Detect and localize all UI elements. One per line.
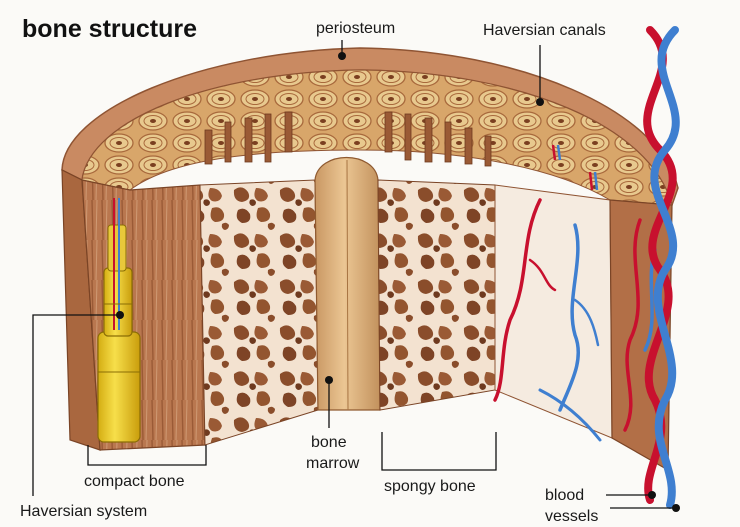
label-blood-vessels-1: blood bbox=[545, 487, 584, 504]
label-bone-marrow-1: bone bbox=[311, 434, 347, 451]
spongy-bone-right bbox=[378, 180, 495, 410]
spongy-bone-left bbox=[200, 180, 318, 445]
label-bone-marrow-2: marrow bbox=[306, 455, 360, 472]
label-blood-vessels-2: vessels bbox=[545, 508, 598, 525]
blood-vessels-pointer-1 bbox=[648, 491, 656, 499]
bone-marrow-pointer bbox=[325, 376, 333, 384]
label-haversian-system: Haversian system bbox=[20, 503, 147, 520]
label-compact-bone: compact bone bbox=[84, 473, 185, 490]
blood-vessels-pointer-2 bbox=[672, 504, 680, 512]
label-periosteum: periosteum bbox=[316, 20, 395, 37]
diagram-title: bone structure bbox=[22, 15, 197, 43]
haversian-system-pointer bbox=[116, 311, 124, 319]
label-spongy-bone: spongy bone bbox=[384, 478, 476, 495]
label-haversian-canals: Haversian canals bbox=[483, 22, 606, 39]
periosteum-pointer bbox=[338, 52, 346, 60]
haversian-canals-pointer bbox=[536, 98, 544, 106]
